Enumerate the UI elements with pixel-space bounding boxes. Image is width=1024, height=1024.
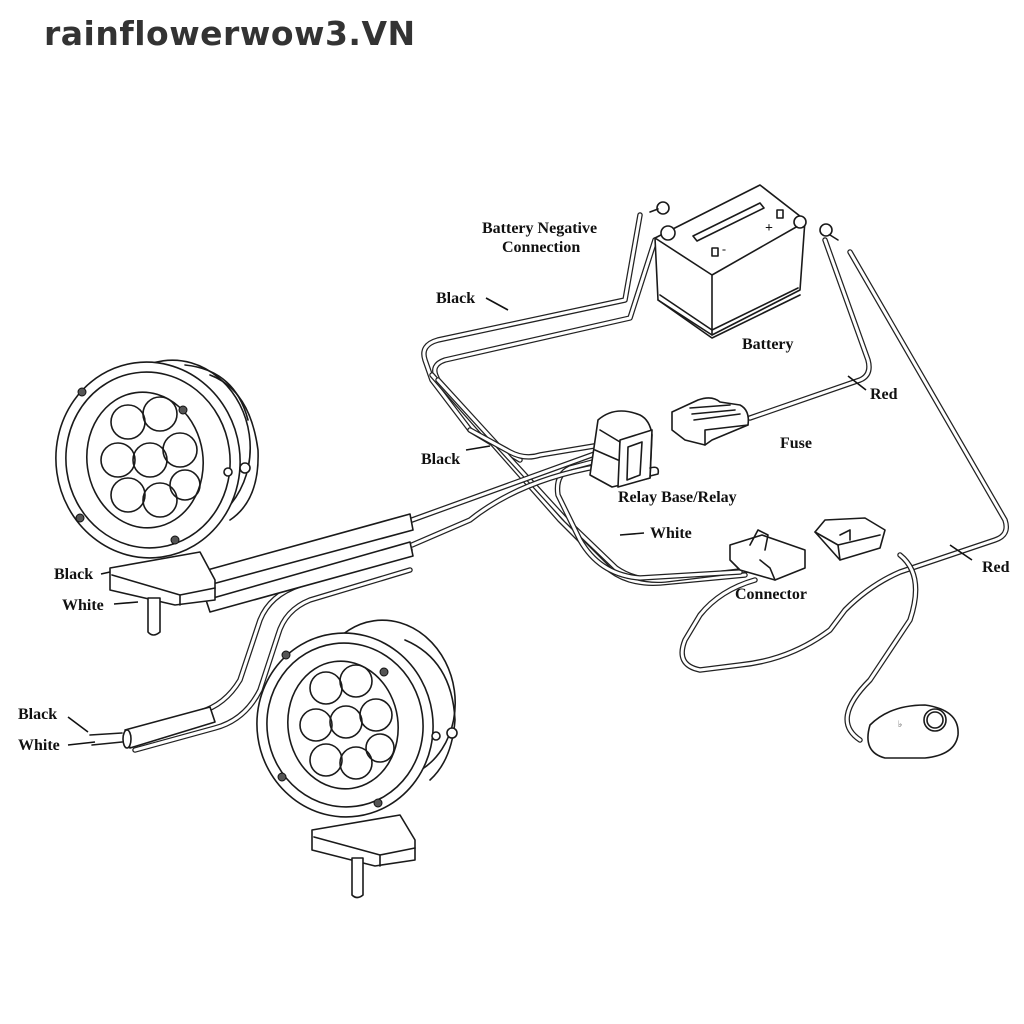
- relay: [589, 410, 660, 488]
- arrow-red-lower: [949, 544, 973, 561]
- arrow-red-upper: [847, 375, 867, 391]
- watermark: rainflowerwow3.VN: [44, 14, 416, 53]
- label-end-black: Black: [18, 706, 57, 723]
- label-red-lower: Red: [982, 559, 1010, 576]
- arrow-black-mid: [465, 445, 491, 451]
- label-battery-negative-line1: Battery Negative: [482, 220, 597, 237]
- wire-red-switch: [679, 249, 1009, 673]
- lamp-2: [256, 619, 458, 899]
- wire-switch-cable: [844, 552, 919, 743]
- switch: ♭: [867, 704, 959, 759]
- label-relay: Relay Base/Relay: [618, 489, 737, 506]
- connector: [729, 517, 886, 581]
- wire-lamp-feed: [409, 449, 603, 548]
- label-battery: Battery: [742, 336, 794, 353]
- label-white-mid: White: [650, 525, 692, 542]
- label-fuse: Fuse: [780, 435, 812, 452]
- wire-red-fuse: [747, 237, 872, 421]
- negative-terminal-symbol: -: [722, 242, 726, 256]
- wire-black-relay: [467, 427, 603, 460]
- label-end-white: White: [18, 737, 60, 754]
- label-lamp1-black: Black: [54, 566, 93, 583]
- label-lamp1-white: White: [62, 597, 104, 614]
- labels: Battery Negative Connection Black Batter…: [18, 220, 1010, 754]
- label-battery-negative-line2: Connection: [502, 239, 580, 256]
- switch-mark: ♭: [898, 720, 902, 730]
- label-black-mid: Black: [421, 451, 460, 468]
- wire-black-negative: [421, 212, 658, 463]
- positive-terminal-symbol: +: [765, 221, 773, 236]
- label-connector: Connector: [735, 586, 807, 603]
- battery: - +: [649, 184, 839, 339]
- arrow-white-mid: [619, 532, 645, 536]
- arrow-lamp1-white: [113, 601, 139, 605]
- lamp-1: [55, 359, 259, 636]
- arrow-end-black: [67, 716, 89, 733]
- arrow-lamp1-black: [100, 571, 111, 575]
- arrow-end-white: [67, 741, 96, 746]
- label-black-top: Black: [436, 290, 475, 307]
- label-red-upper: Red: [870, 386, 898, 403]
- wires: [89, 212, 1009, 753]
- arrow-black-top: [485, 297, 509, 311]
- fuse: [671, 397, 750, 446]
